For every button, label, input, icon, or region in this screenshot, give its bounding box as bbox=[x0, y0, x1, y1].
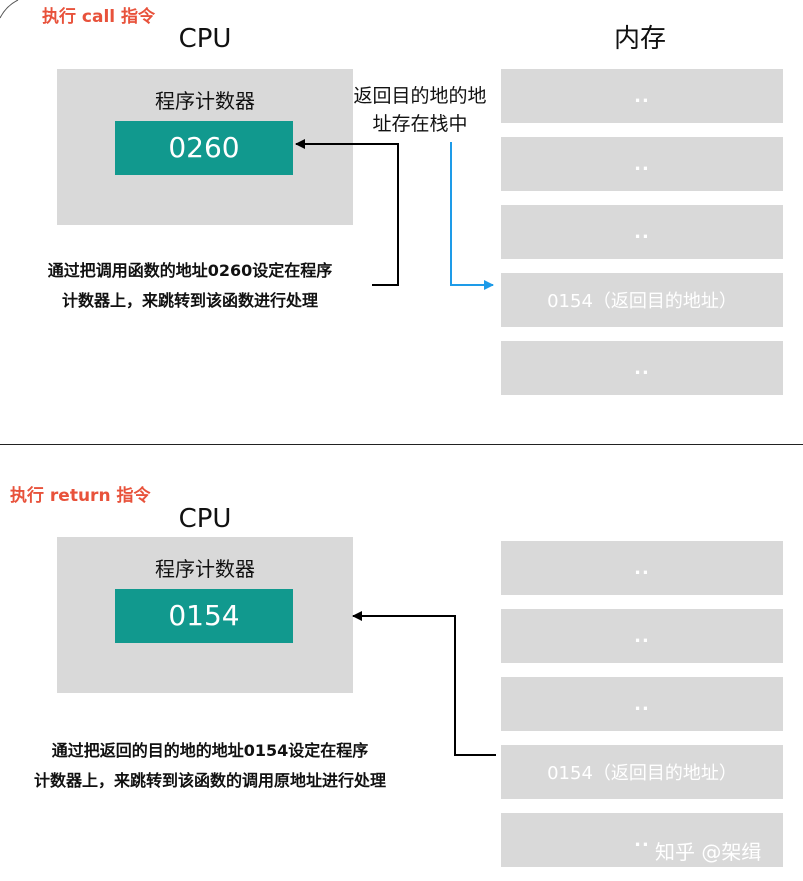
call-memory-cell-1: .. bbox=[501, 69, 783, 123]
return-note: 通过把返回的目的地的地址0154设定在程序 计数器上，来跳转到该函数的调用原地址… bbox=[0, 736, 420, 796]
return-memory-cell-3: .. bbox=[501, 677, 783, 731]
call-note-line2: 计数器上，来跳转到该函数进行处理 bbox=[61, 291, 318, 310]
return-memory-cell-2: .. bbox=[501, 609, 783, 663]
call-memory-cell-2: .. bbox=[501, 137, 783, 191]
return-cpu-box: 程序计数器 0154 bbox=[57, 537, 353, 693]
call-memory-cell-5: .. bbox=[501, 341, 783, 395]
call-note: 通过把调用函数的地址0260设定在程序 计数器上，来跳转到该函数进行处理 bbox=[10, 256, 370, 316]
return-section-title: 执行 return 指令 bbox=[10, 486, 151, 506]
call-jump-arrow bbox=[295, 139, 399, 286]
stack-store-arrow bbox=[450, 142, 494, 290]
return-cpu-label: CPU bbox=[178, 504, 232, 534]
corner-mark bbox=[0, 0, 19, 19]
watermark: 知乎 @架缉 bbox=[655, 840, 762, 864]
call-register-label: 程序计数器 bbox=[155, 89, 255, 113]
return-register-label: 程序计数器 bbox=[155, 557, 255, 581]
stack-side-note: 返回目的地的地 址存在栈中 bbox=[340, 82, 500, 138]
stack-side-note-line2: 址存在栈中 bbox=[372, 113, 468, 135]
memory-label: 内存 bbox=[614, 24, 667, 54]
return-note-line2: 计数器上，来跳转到该函数的调用原地址进行处理 bbox=[33, 771, 386, 790]
return-register-value: 0154 bbox=[115, 589, 293, 643]
call-cpu-label: CPU bbox=[178, 24, 232, 54]
call-memory-cell-3: .. bbox=[501, 205, 783, 259]
call-note-line1: 通过把调用函数的地址0260设定在程序 bbox=[47, 261, 333, 280]
return-memory-cell-1: .. bbox=[501, 541, 783, 595]
return-memory-cell-return-address: 0154（返回目的地址） bbox=[501, 745, 783, 799]
call-register-value: 0260 bbox=[115, 121, 293, 175]
return-memory-cell-5: .. bbox=[501, 813, 783, 867]
return-note-line1: 通过把返回的目的地的地址0154设定在程序 bbox=[51, 741, 369, 760]
call-memory-cell-return-address: 0154（返回目的地址） bbox=[501, 273, 783, 327]
return-jump-arrow bbox=[352, 611, 496, 756]
call-section-title: 执行 call 指令 bbox=[42, 7, 156, 27]
section-divider bbox=[0, 444, 803, 445]
stack-side-note-line1: 返回目的地的地 bbox=[353, 85, 487, 107]
